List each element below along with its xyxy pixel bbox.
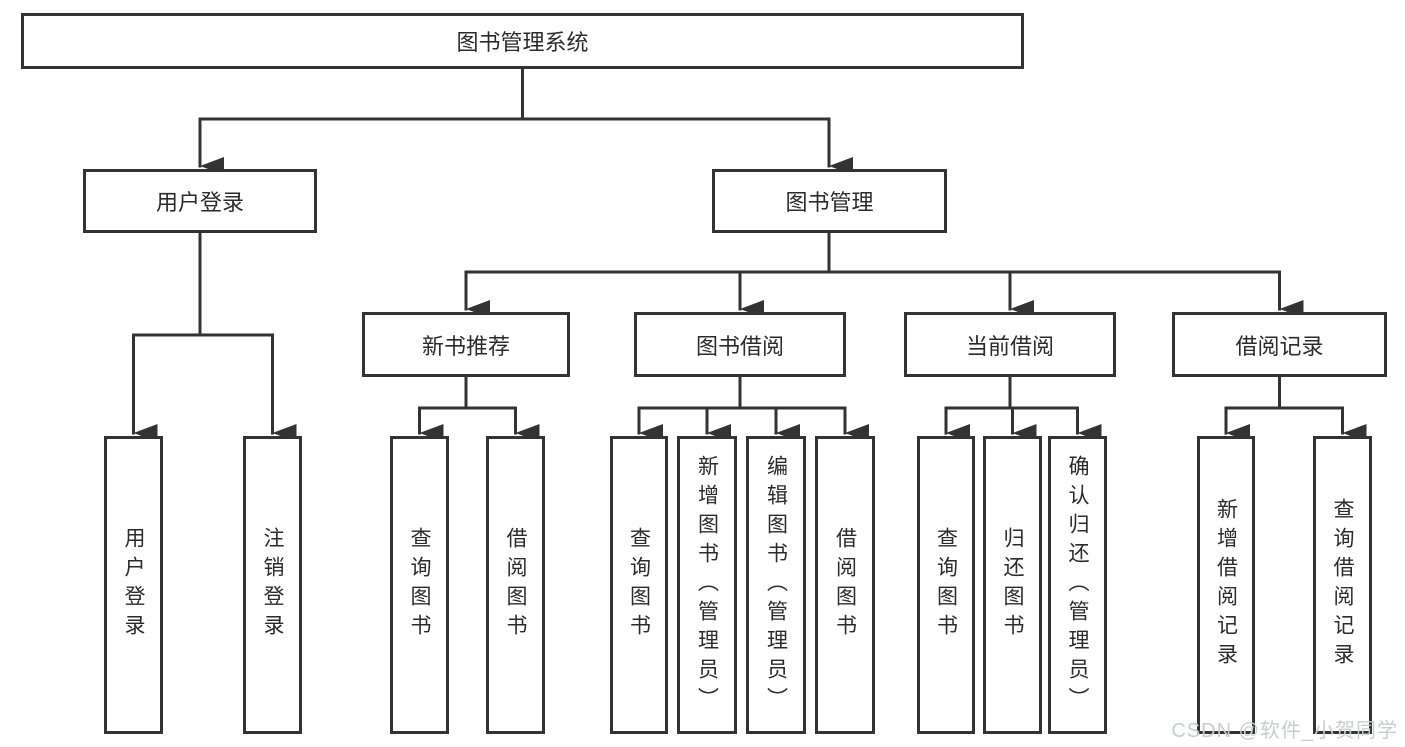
node-label: 新书推荐 <box>421 333 510 359</box>
node-label: 借阅记录 <box>1235 333 1324 359</box>
node-label: 查询图书 <box>627 527 651 643</box>
leaf-edit-books-admin: 编辑图书（管理员） <box>746 436 806 734</box>
node-label: 注销登录 <box>261 527 284 643</box>
node-label: 查询图书 <box>934 527 958 643</box>
node-current-borrowing: 当前借阅 <box>904 312 1116 377</box>
node-borrowing-records: 借阅记录 <box>1172 312 1387 377</box>
leaf-query-books-borrowing: 查询图书 <box>610 436 668 734</box>
node-label: 借阅图书 <box>833 527 857 643</box>
leaf-return-books: 归还图书 <box>983 436 1042 734</box>
node-label: 编辑图书（管理员） <box>764 454 788 716</box>
node-label: 图书管理系统 <box>456 30 589 55</box>
leaf-confirm-return-admin: 确认归还（管理员） <box>1048 436 1107 734</box>
node-book-management: 图书管理 <box>712 169 947 233</box>
node-book-borrowing: 图书借阅 <box>634 312 846 377</box>
node-label: 查询图书 <box>408 527 431 643</box>
leaf-add-borrowing-record: 新增借阅记录 <box>1197 436 1255 734</box>
node-label: 用户登录 <box>155 190 244 215</box>
node-label: 查询借阅记录 <box>1331 498 1354 672</box>
node-label: 借阅图书 <box>504 527 527 643</box>
node-label: 新增图书（管理员） <box>695 454 719 716</box>
node-label: 图书管理 <box>785 190 874 215</box>
leaf-logout: 注销登录 <box>243 436 302 734</box>
node-label: 图书借阅 <box>695 333 784 359</box>
leaf-query-books-current: 查询图书 <box>917 436 975 734</box>
leaf-query-borrowing-record: 查询借阅记录 <box>1313 436 1372 734</box>
leaf-query-books-recommend: 查询图书 <box>390 436 449 734</box>
node-user-login: 用户登录 <box>83 169 317 233</box>
node-label: 归还图书 <box>1001 527 1024 643</box>
leaf-borrow-books-borrowing: 借阅图书 <box>815 436 875 734</box>
node-label: 新增借阅记录 <box>1214 498 1238 672</box>
node-label: 用户登录 <box>122 527 145 643</box>
node-label: 当前借阅 <box>965 333 1054 359</box>
leaf-user-login: 用户登录 <box>104 436 163 734</box>
leaf-borrow-books-recommend: 借阅图书 <box>486 436 545 734</box>
leaf-add-books-admin: 新增图书（管理员） <box>677 436 737 734</box>
node-library-management-system: 图书管理系统 <box>21 13 1024 69</box>
node-new-book-recommendation: 新书推荐 <box>362 312 570 377</box>
node-label: 确认归还（管理员） <box>1066 454 1089 716</box>
